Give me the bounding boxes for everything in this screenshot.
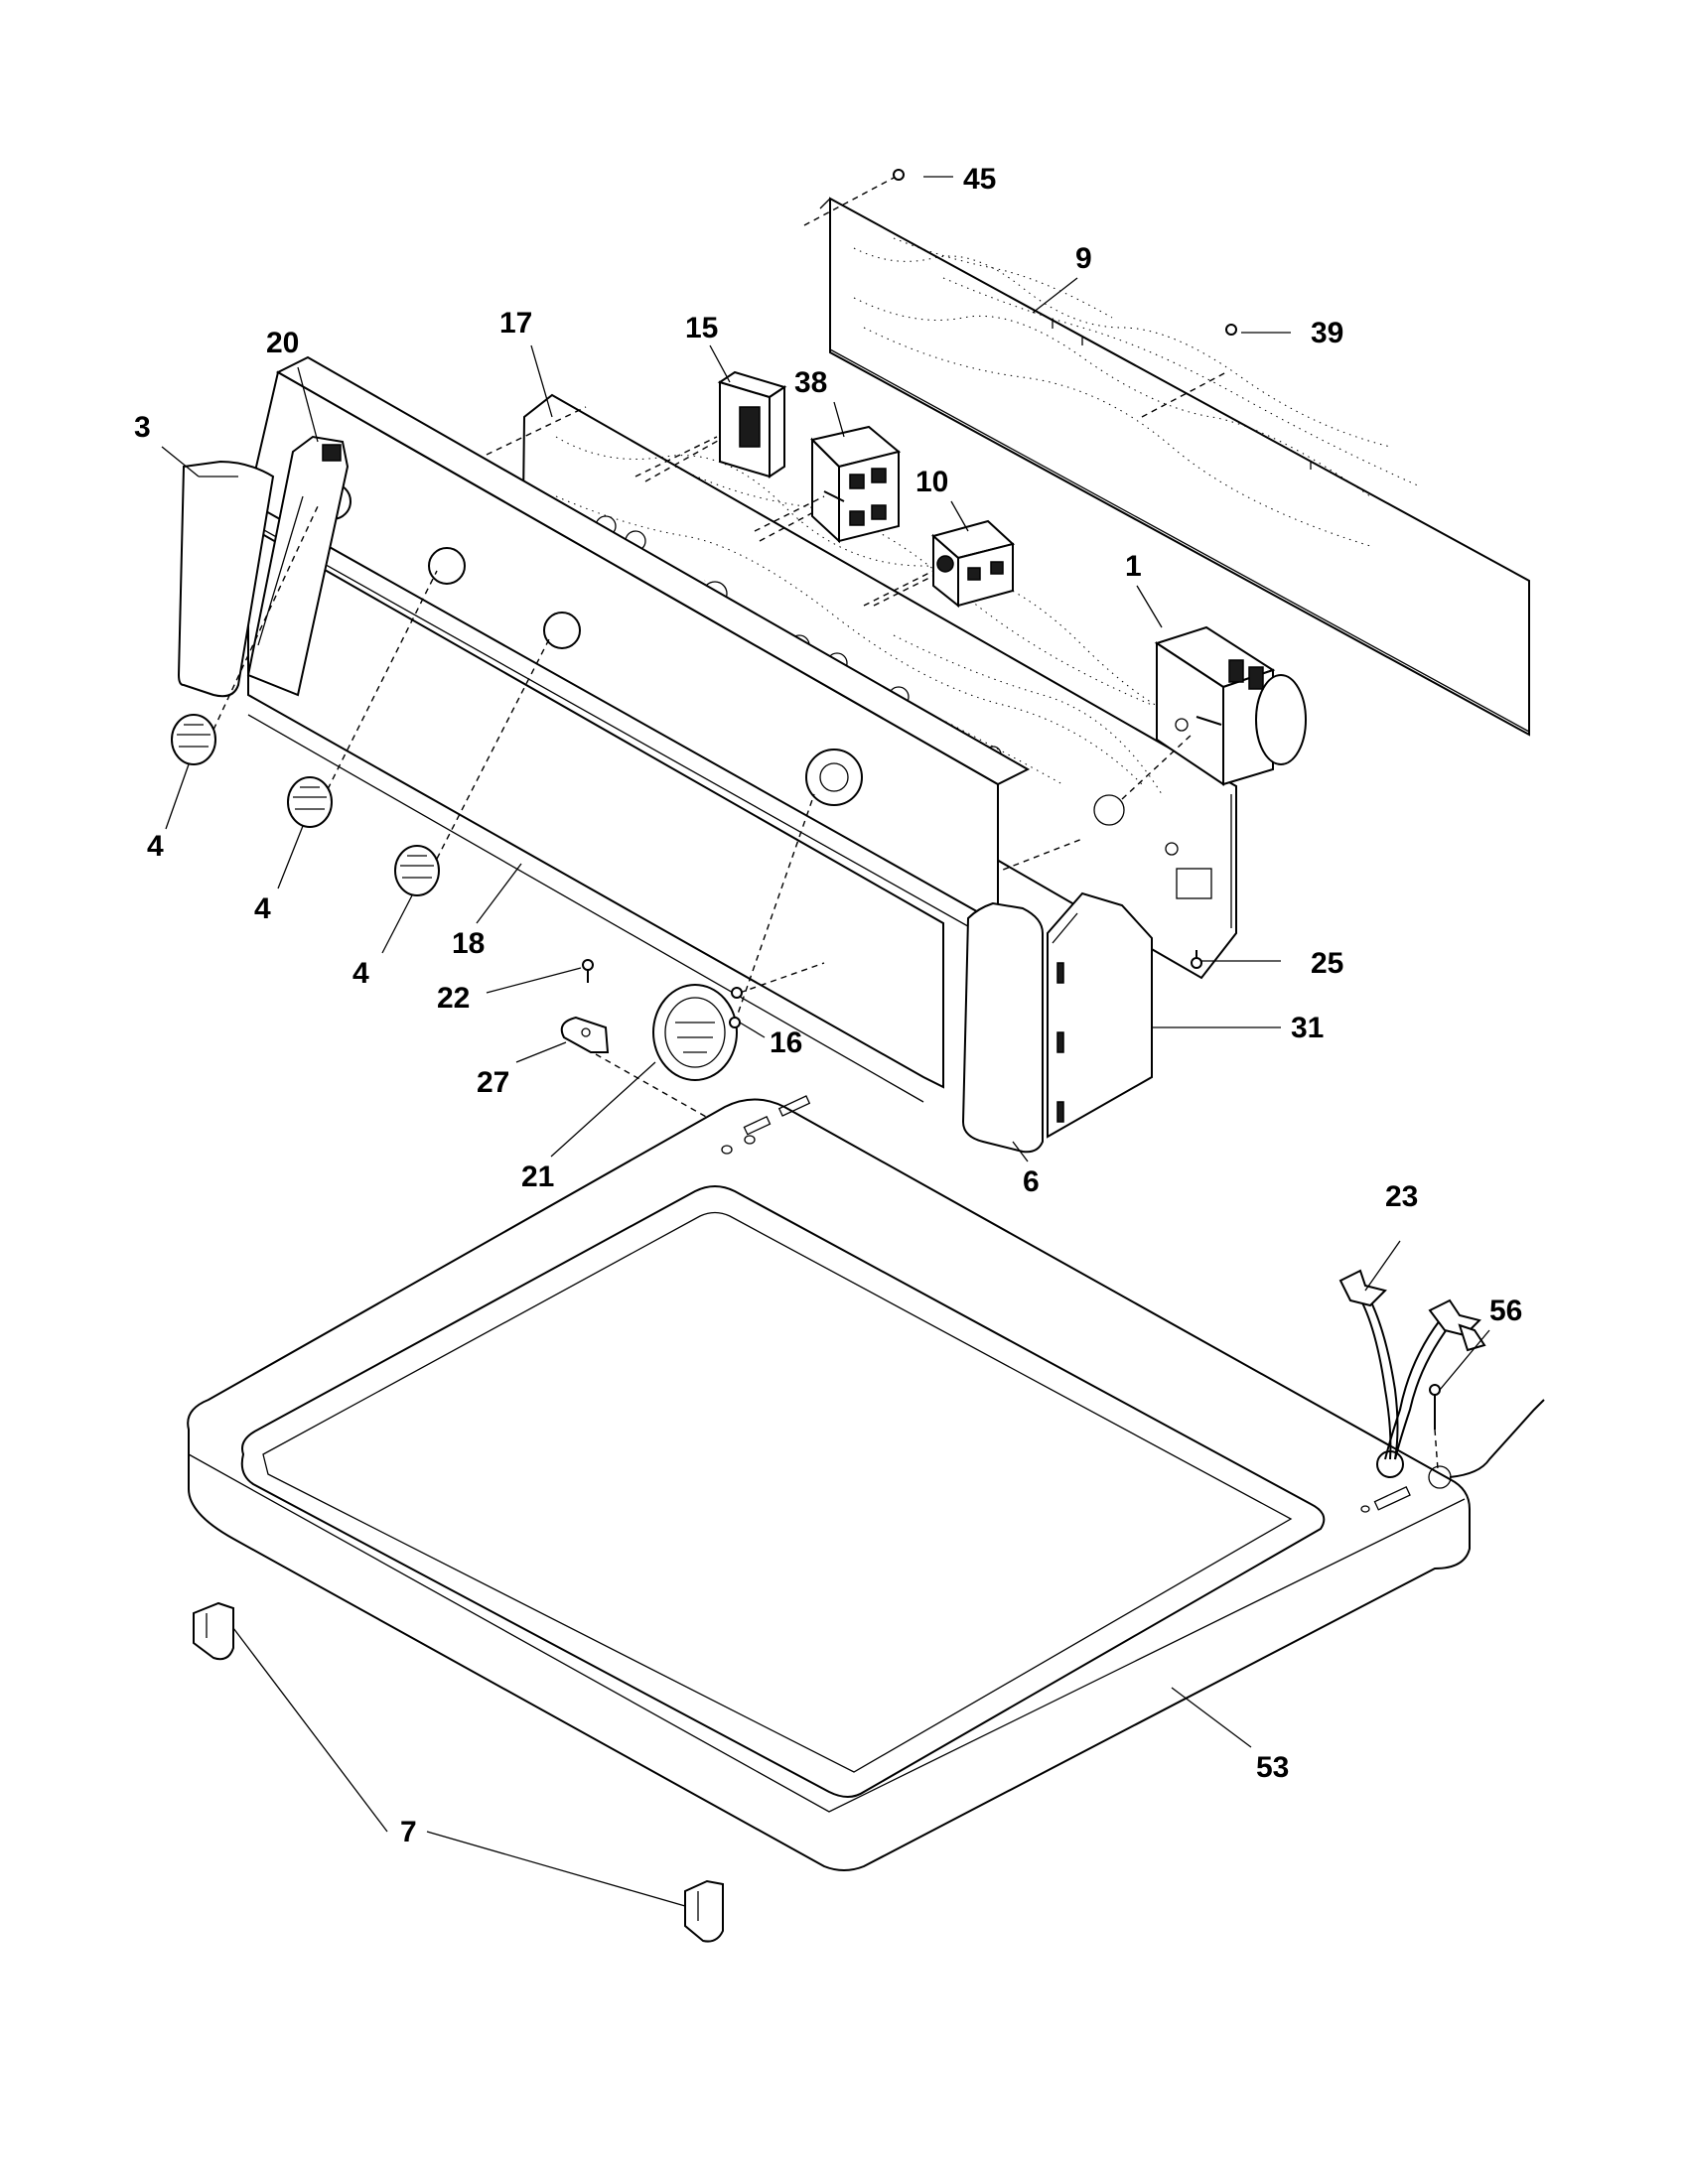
callout-17: 17 — [499, 307, 532, 340]
screw-39[interactable] — [1141, 324, 1237, 418]
console-front-panel[interactable] — [246, 355, 1031, 1103]
timer-1[interactable] — [1121, 625, 1307, 800]
switch-10[interactable] — [863, 519, 1016, 609]
leader-lines — [161, 176, 1490, 1907]
callout-4-c: 4 — [352, 957, 369, 990]
callout-4-a: 4 — [147, 830, 164, 863]
knob-4-a[interactable] — [171, 505, 319, 765]
callout-22: 22 — [437, 982, 470, 1015]
switch-15[interactable] — [634, 370, 787, 478]
clip-7-left[interactable] — [193, 1601, 234, 1661]
wire-harness-23[interactable] — [1338, 1269, 1486, 1460]
callout-23: 23 — [1385, 1180, 1418, 1213]
callout-21: 21 — [521, 1160, 554, 1193]
end-cap-right[interactable] — [961, 901, 1044, 1154]
clip-7-right[interactable] — [684, 1879, 724, 1943]
callout-4-b: 4 — [254, 892, 271, 925]
callout-45: 45 — [963, 163, 996, 196]
callout-9: 9 — [1075, 242, 1092, 275]
top-panel[interactable] — [187, 1095, 1471, 1871]
switch-38[interactable] — [754, 425, 902, 544]
callout-39: 39 — [1311, 317, 1343, 349]
callout-16: 16 — [770, 1026, 802, 1059]
rear-cover-panel[interactable] — [819, 197, 1530, 737]
callout-3: 3 — [134, 411, 151, 444]
callout-10: 10 — [915, 466, 948, 498]
callout-27: 27 — [477, 1066, 509, 1099]
callout-56: 56 — [1489, 1295, 1522, 1327]
callout-25: 25 — [1311, 947, 1343, 980]
callout-7: 7 — [400, 1816, 417, 1848]
knob-4-c[interactable] — [394, 634, 552, 896]
end-cap-hinge-20[interactable] — [246, 435, 350, 697]
screw-45[interactable] — [803, 169, 905, 226]
side-trim-31[interactable] — [1047, 891, 1153, 1139]
callout-1: 1 — [1125, 550, 1142, 583]
bracket-27[interactable] — [560, 1016, 610, 1053]
callout-labels: 1 3 4 4 4 6 7 9 10 15 16 17 18 20 21 22 … — [134, 163, 1522, 1848]
callout-53: 53 — [1256, 1751, 1289, 1784]
timer-knob-21[interactable] — [652, 793, 815, 1081]
callout-31: 31 — [1291, 1012, 1324, 1044]
callout-6: 6 — [1023, 1165, 1040, 1198]
callout-18: 18 — [452, 927, 485, 960]
knob-4-b[interactable] — [287, 570, 438, 828]
callout-15: 15 — [685, 312, 718, 344]
screw-22[interactable] — [582, 959, 716, 1123]
callout-38: 38 — [794, 366, 827, 399]
callout-20: 20 — [266, 327, 299, 359]
screw-25[interactable] — [1191, 950, 1202, 969]
ground-screw-56[interactable] — [1429, 1384, 1545, 1478]
